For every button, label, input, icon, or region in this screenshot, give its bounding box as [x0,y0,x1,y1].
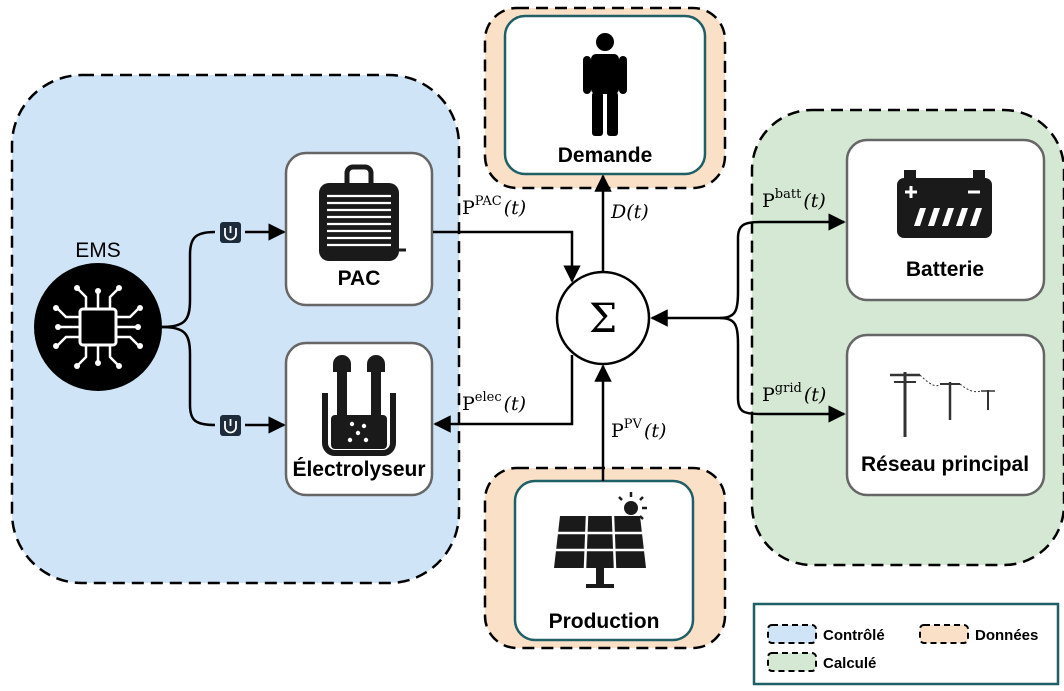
signal-p-elec: Pelec(t) [462,390,526,415]
production-label: Production [549,610,660,633]
legend: Contrôlé Données Calculé [752,602,1060,686]
svg-text:PPAC(t): PPAC(t) [462,194,526,219]
fuel-cell-icon [319,164,406,261]
svg-text:PPV(t): PPV(t) [611,417,666,442]
svg-text:Pgrid(t): Pgrid(t) [762,381,826,406]
demande-box [503,14,707,176]
ems-label: EMS [75,239,121,262]
battery-icon [897,170,992,238]
svg-text:D(t): D(t) [610,201,649,223]
legend-swatch-controle [767,624,817,644]
signal-p-pv: PPV(t) [611,417,666,442]
demande-label: Demande [558,144,653,167]
svg-text:Pelec(t): Pelec(t) [462,390,526,415]
signal-demand: D(t) [610,201,649,223]
electrolyser-icon [322,355,396,456]
ems-connectors [161,223,286,434]
person-icon [583,33,627,136]
solar-panel-icon [554,492,647,588]
legend-swatch-donnees [919,624,969,644]
pac-label: PAC [338,267,381,290]
control-signal-icon-bottom [220,415,241,436]
flow-arrows [433,174,846,481]
signal-p-grid: Pgrid(t) [762,381,826,406]
legend-label-donnees: Données [975,627,1038,644]
legend-label-calcule: Calculé [823,655,876,672]
sum-symbol: Σ [589,296,617,342]
svg-text:Pbatt(t): Pbatt(t) [762,187,826,212]
legend-swatch-calcule [767,652,817,672]
legend-label-controle: Contrôlé [823,627,885,644]
reseau-label: Réseau principal [861,453,1029,476]
signal-p-batt: Pbatt(t) [762,187,826,212]
electrolyseur-label: Électrolyseur [292,458,425,481]
ems-chip-icon [34,263,162,391]
control-signal-icon-top [220,222,241,243]
batterie-label: Batterie [906,258,984,281]
power-lines-icon [890,372,995,437]
signal-p-pac: PPAC(t) [462,194,526,219]
sum-hub [555,270,651,366]
